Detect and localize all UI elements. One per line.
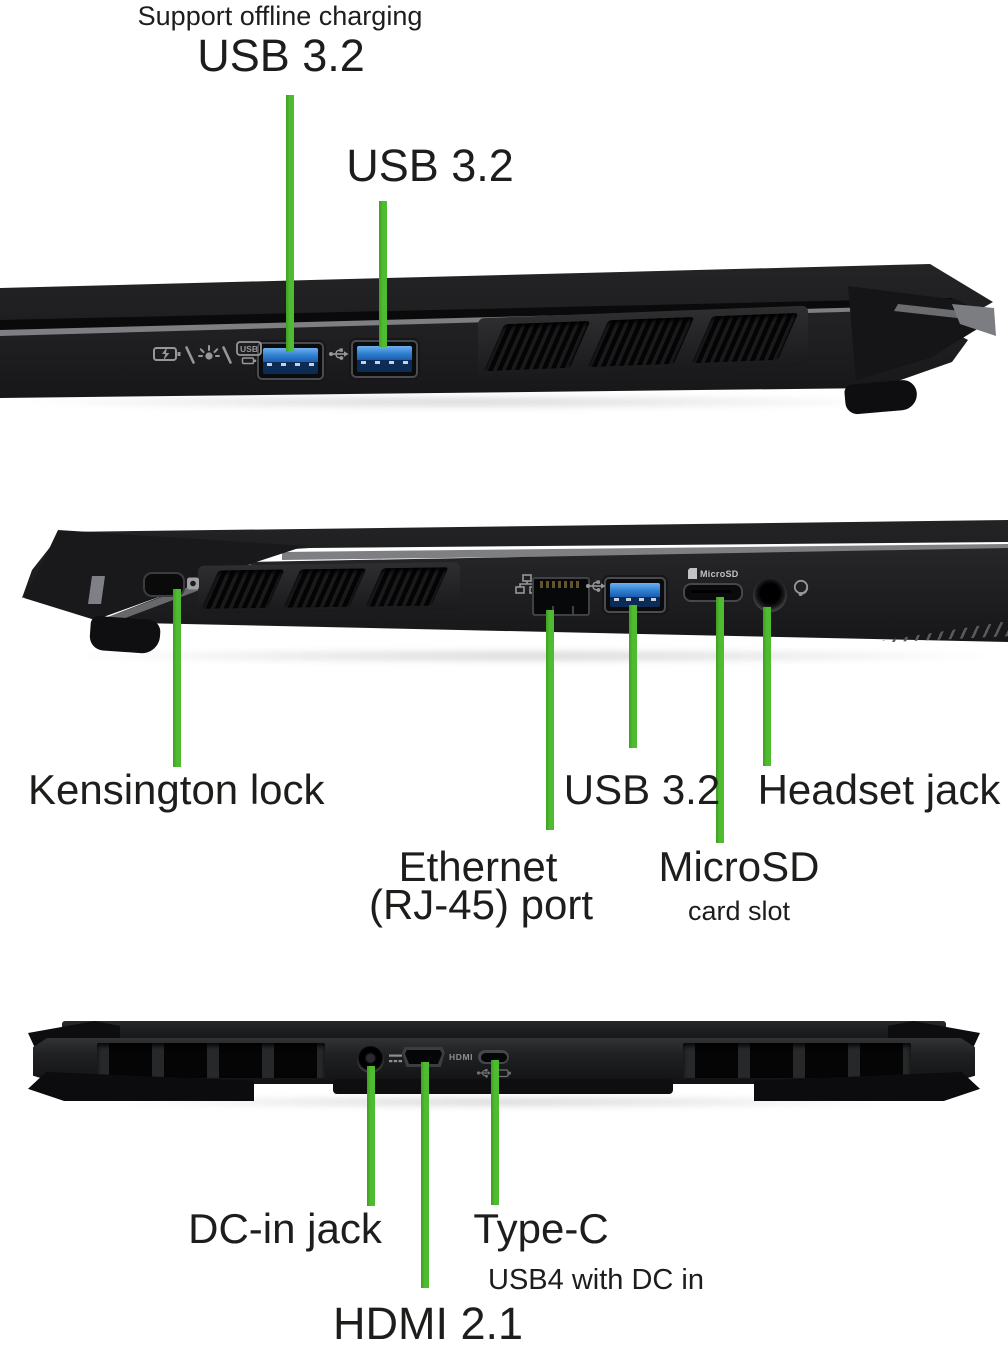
- laptop-shadow: [10, 394, 910, 410]
- headset-icon: [793, 579, 809, 596]
- label-type-c-sub: USB4 with DC in: [488, 1264, 704, 1296]
- rubber-foot: [88, 615, 162, 655]
- laptop-rear-view: HDMI: [0, 1005, 1008, 1115]
- label-usb2-top: USB 3.2: [346, 140, 514, 191]
- laptop-left-side-view: MicroSD: [0, 520, 1008, 672]
- ethernet-rj45-port: [532, 577, 590, 616]
- label-dc-in: DC-in jack: [188, 1205, 382, 1252]
- callout-line-type-c: [491, 1060, 499, 1205]
- sd-card-icon: [688, 568, 697, 579]
- label-usb1-top: USB 3.2: [197, 30, 365, 81]
- vent-slot: [201, 569, 285, 609]
- callout-line-usb-mid: [629, 605, 637, 748]
- rear-vents-left: [97, 1043, 325, 1078]
- divider-slash-icon: [185, 346, 195, 364]
- microsd-card-slot: [683, 583, 743, 602]
- usb-icon: [329, 348, 349, 360]
- side-vents: [198, 562, 460, 614]
- headset-jack-port: [753, 578, 787, 612]
- callout-line-dc-in: [367, 1066, 375, 1206]
- label-microsd-line1: MicroSD: [658, 843, 820, 890]
- label-ethernet-line1: Ethernet: [398, 843, 558, 890]
- usb-offline-charging-icon: USB: [236, 341, 262, 365]
- label-headset: Headset jack: [757, 766, 1001, 813]
- hdmi-printed-label: HDMI: [449, 1052, 474, 1062]
- label-type-c: Type-C: [473, 1205, 609, 1252]
- callout-line-usb2-top: [379, 201, 387, 347]
- vent-slot: [691, 313, 799, 364]
- callout-line-kensington: [173, 589, 181, 767]
- svg-text:USB: USB: [240, 344, 258, 354]
- usb-a-port-1: [257, 342, 324, 380]
- label-ethernet-line2: (RJ-45) port: [368, 881, 594, 928]
- label-usb-mid: USB 3.2: [563, 766, 721, 813]
- laptop-right-side-view: USB: [0, 262, 1008, 427]
- vent-slot: [483, 321, 591, 372]
- callout-line-usb1-top: [286, 95, 294, 352]
- microsd-printed-label: MicroSD: [688, 568, 739, 579]
- usb-c-port: [478, 1050, 509, 1064]
- vent-slot: [587, 317, 695, 368]
- side-vents: [478, 305, 808, 379]
- power-indicator-icon: [198, 345, 220, 360]
- dc-power-icon: [389, 1054, 402, 1063]
- divider-slash-icon: [222, 346, 232, 364]
- lid-edge: [62, 1021, 946, 1042]
- callout-line-microsd: [716, 597, 724, 843]
- vent-slot: [365, 567, 449, 607]
- rear-vents-right: [683, 1043, 911, 1078]
- label-microsd-line2: card slot: [687, 896, 791, 926]
- laptop-shadow: [95, 1095, 915, 1109]
- usb-icon: [586, 580, 606, 592]
- label-hdmi21: HDMI 2.1: [332, 1298, 524, 1349]
- label-kensington: Kensington lock: [28, 766, 325, 813]
- battery-charging-icon: [153, 347, 181, 361]
- vent-slot: [283, 568, 367, 608]
- kensington-lock-icon: [187, 577, 199, 590]
- laptop-shadow: [60, 648, 1008, 664]
- hdmi-port: [402, 1047, 445, 1067]
- label-offline-charging: Support offline charging: [137, 1, 423, 31]
- usb-a-port-2: [351, 340, 418, 378]
- center-foot-bar: [333, 1079, 673, 1094]
- callout-line-hdmi: [421, 1062, 429, 1288]
- callout-line-headset: [763, 607, 771, 766]
- callout-line-ethernet: [546, 610, 554, 830]
